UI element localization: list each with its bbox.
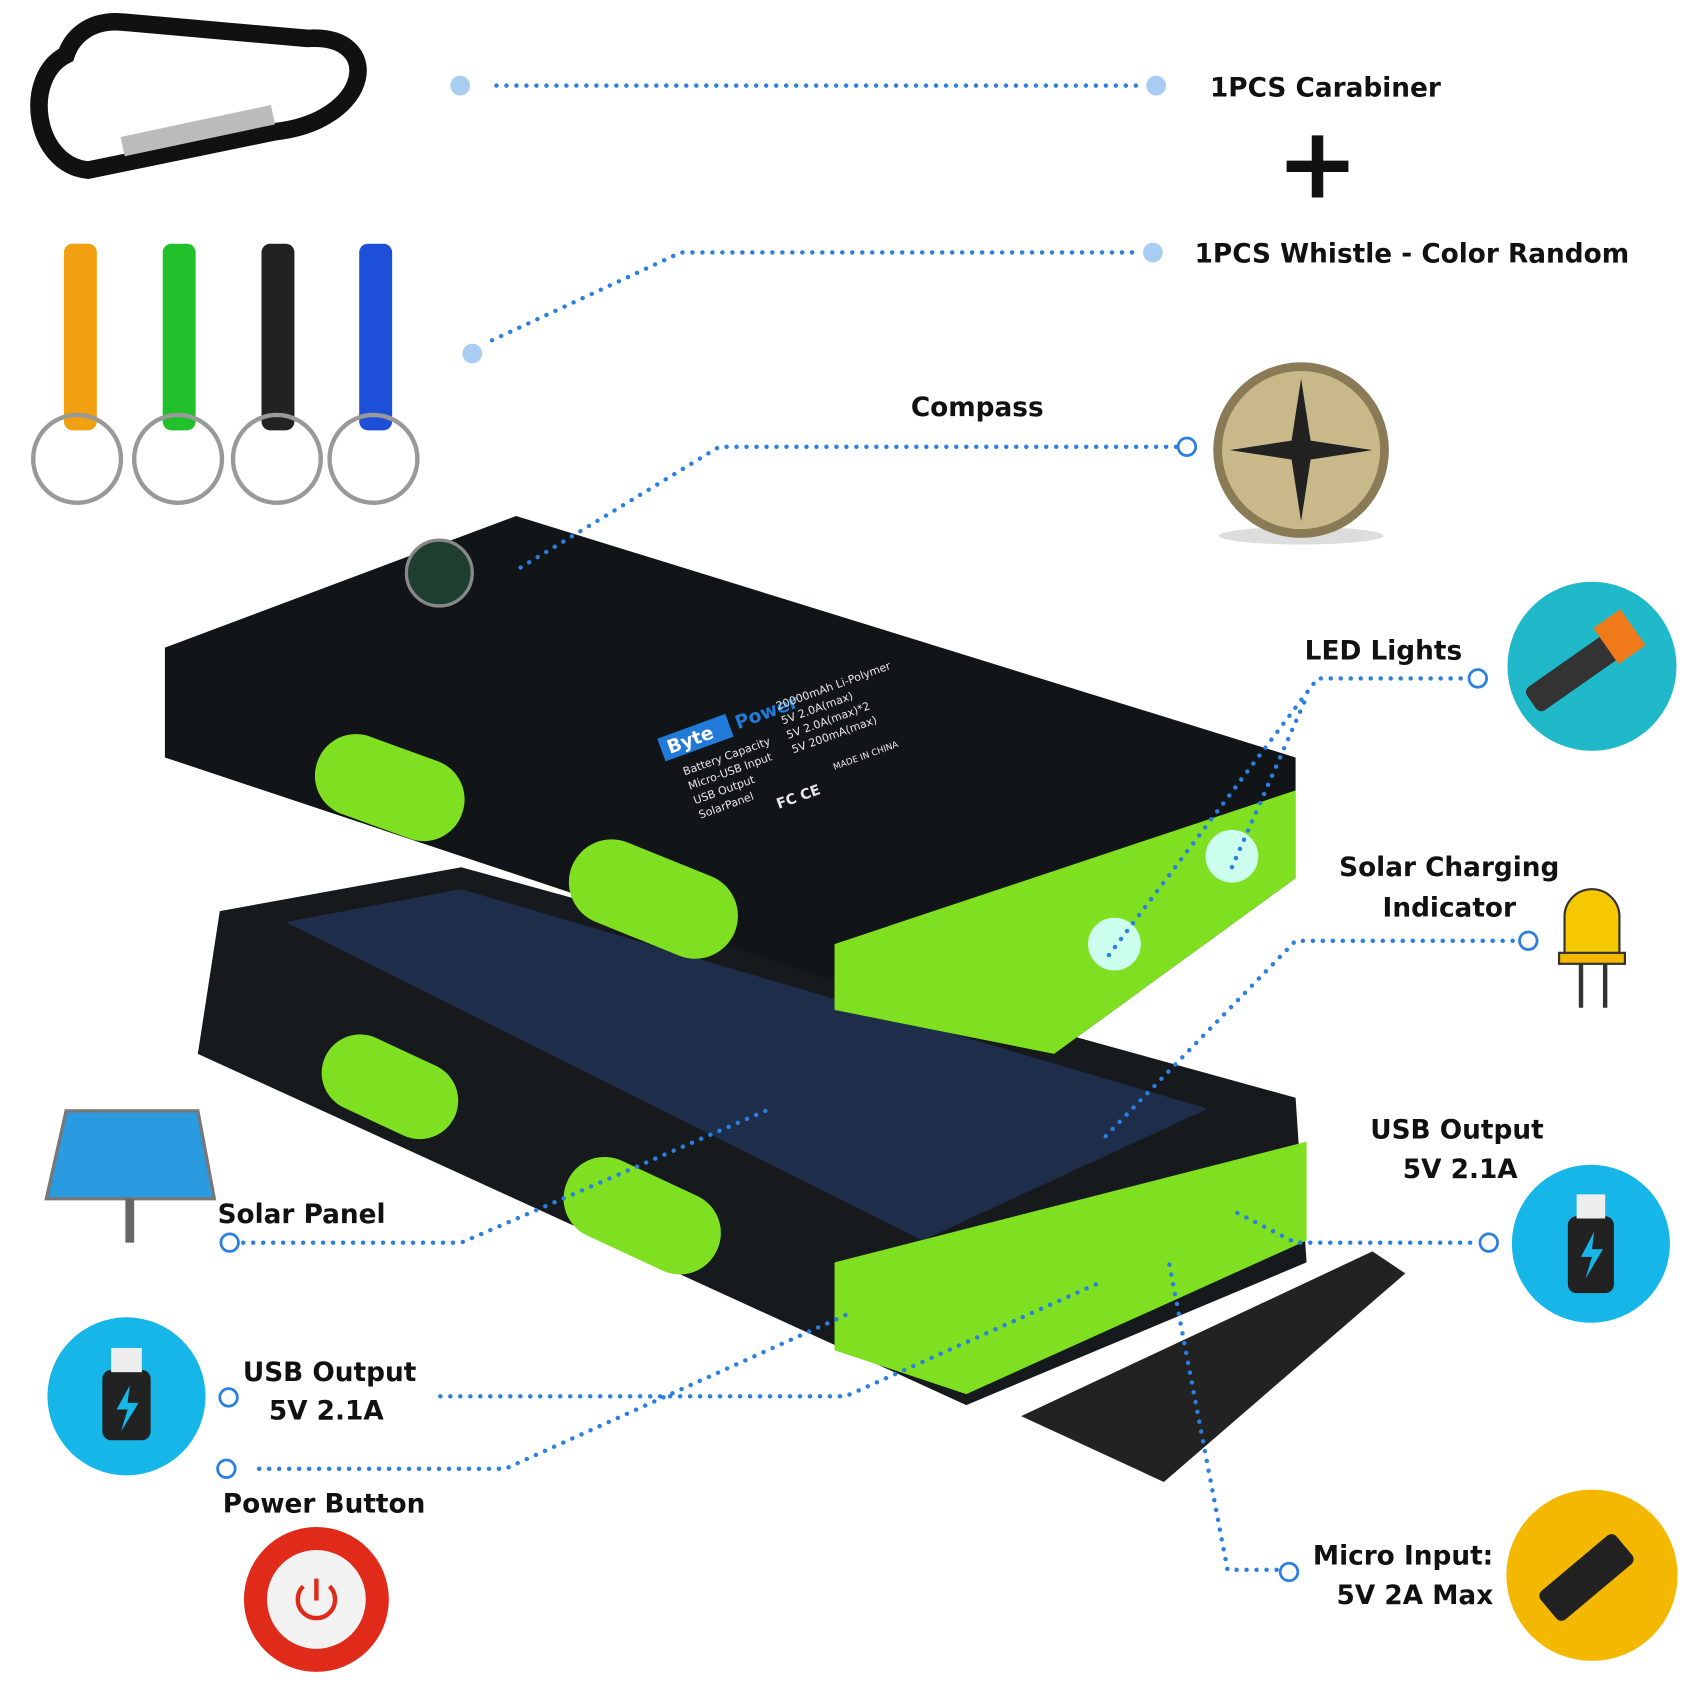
solar-panel-icon [44,1109,217,1243]
plus-sign: + [1276,107,1359,222]
carabiner-image [30,13,367,180]
label-usb-output-left-spec: 5V 2.1A [269,1396,385,1426]
label-solar-indicator-2: Indicator [1383,894,1516,924]
solar-power-bank [197,867,1406,1482]
compass-image [1213,362,1389,545]
label-whistle: 1PCS Whistle - Color Random [1195,239,1630,269]
label-carabiner: 1PCS Carabiner [1210,74,1441,104]
whistles-image [30,243,420,505]
label-compass: Compass [911,393,1044,423]
label-micro-input: Micro Input: [1313,1541,1493,1571]
callout-lines [216,75,1539,1583]
flashlight-icon [1507,581,1677,751]
label-usb-output-right: USB Output [1370,1115,1543,1145]
top-power-bank: Byte Power Battery Capacity Micro-USB In… [164,515,1296,1054]
label-power-button: Power Button [223,1490,426,1520]
power-button-icon [243,1526,389,1672]
label-usb-output-right-spec: 5V 2.1A [1403,1155,1519,1185]
micro-usb-icon [1506,1489,1678,1661]
label-usb-output-left: USB Output [243,1358,416,1388]
label-solar-panel: Solar Panel [218,1200,386,1230]
label-micro-input-spec: 5V 2A Max [1337,1581,1494,1611]
usb-output-icon-left [47,1317,206,1476]
label-solar-indicator: Solar Charging [1339,853,1559,883]
usb-output-icon-right [1511,1164,1670,1323]
led-indicator-icon [1557,888,1627,1008]
label-led-lights: LED Lights [1305,637,1462,667]
